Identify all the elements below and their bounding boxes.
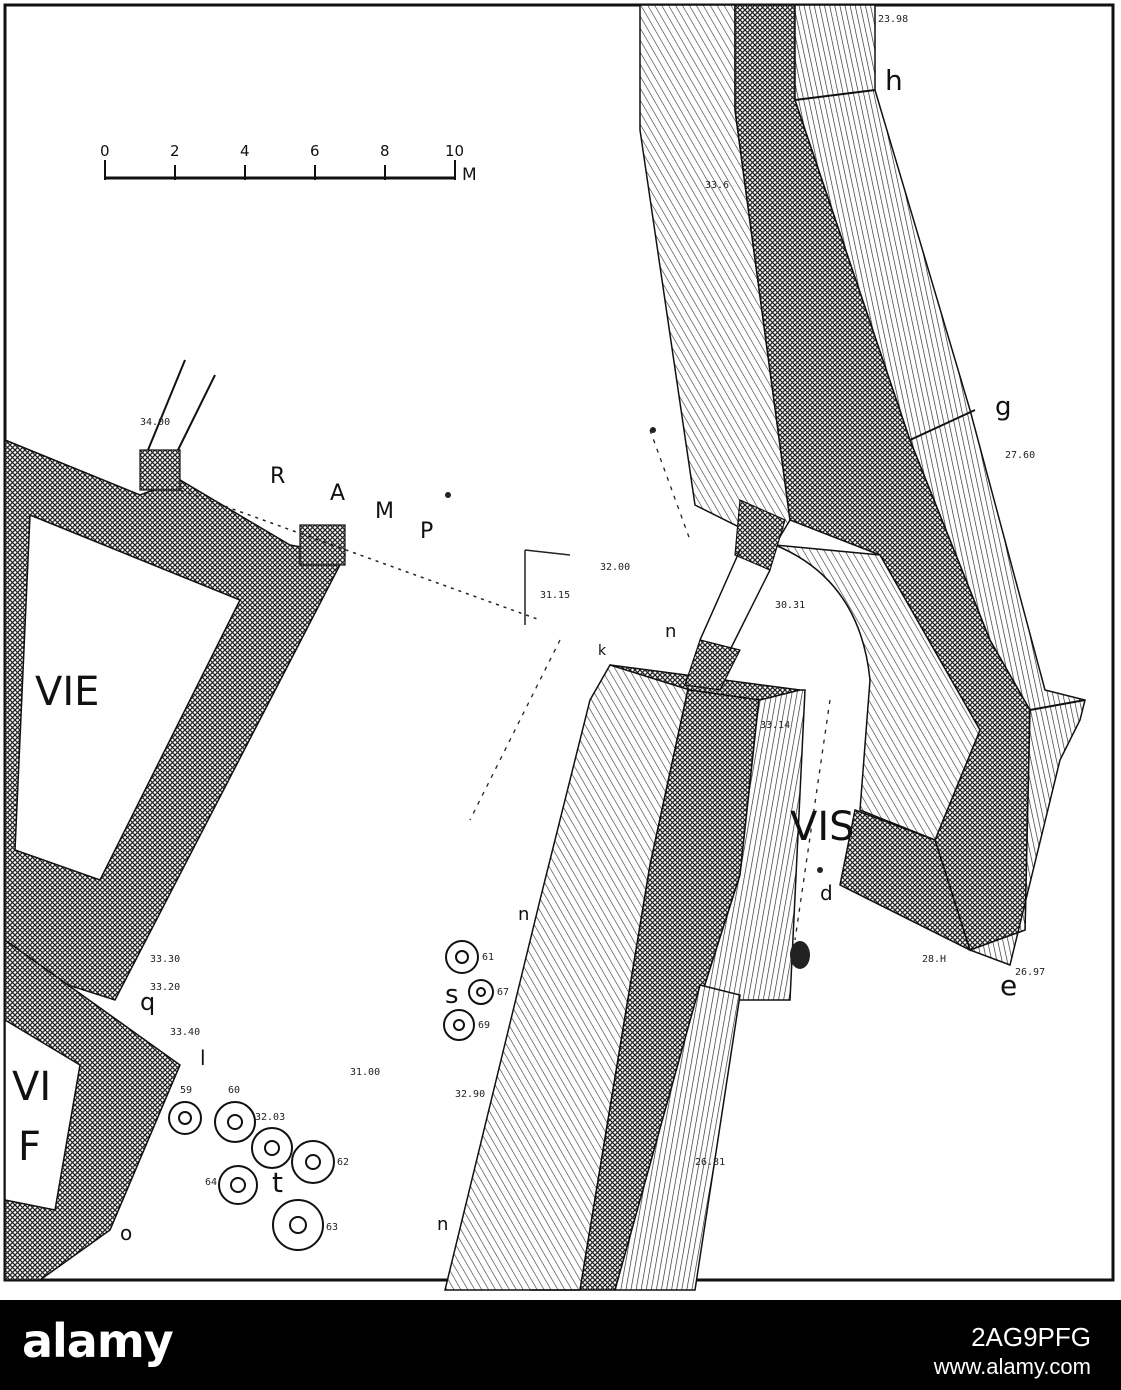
column-label: 69 [478, 1020, 490, 1031]
elev-label: 32.00 [600, 562, 630, 573]
point-marker [445, 492, 451, 498]
archaeological-plan: 0 2 4 6 8 10 M [3, 3, 1115, 1291]
letter-t: t [272, 1166, 283, 1199]
room-label-vie: VIE [35, 669, 99, 715]
letter-l: l [200, 1046, 206, 1070]
image-id: 2AG9PFG [971, 1322, 1091, 1352]
brand-logo: alamy [22, 1314, 174, 1368]
elev-label: 33.30 [150, 954, 180, 965]
letter-q: q [140, 988, 155, 1016]
upper-wall [639, 4, 1086, 966]
elev-label: 30.31 [775, 600, 805, 611]
scale-tick-6: 6 [310, 142, 320, 160]
ramp-letter-r: R [270, 464, 285, 489]
ramp: R A M P [179, 429, 831, 941]
letter-n-upper: n [518, 904, 529, 925]
elev-label: 32.90 [455, 1089, 485, 1100]
ramp-letter-m: M [375, 499, 394, 524]
elev-label: 33.6 [705, 180, 729, 191]
letter-k: k [598, 643, 607, 659]
elev-label: 27.60 [1005, 450, 1035, 461]
elev-label: 31.15 [540, 590, 570, 601]
scale-tick-10: 10 [445, 142, 464, 160]
elev-label: 33.40 [170, 1027, 200, 1038]
elev-label: 23.98 [878, 14, 908, 25]
elev-label: 28.H [922, 954, 946, 965]
ramp-letter-a: A [330, 481, 345, 506]
scale-tick-8: 8 [380, 142, 390, 160]
point-marker [817, 867, 823, 873]
column-label: 63 [326, 1222, 338, 1233]
site-url: www.alamy.com [933, 1354, 1091, 1379]
elev-label: 33.20 [150, 982, 180, 993]
letter-e: e [1000, 969, 1017, 1002]
marker-icon [790, 941, 810, 969]
elev-label: 26.81 [695, 1157, 725, 1168]
elev-label: 31.00 [350, 1067, 380, 1078]
footer-bar: alamy 2AG9PFG www.alamy.com [0, 1300, 1121, 1390]
letter-g: g [995, 392, 1012, 422]
scale-tick-4: 4 [240, 142, 250, 160]
room-label-vi: VI [12, 1064, 51, 1110]
column-label: 60 [228, 1085, 240, 1096]
elev-label: 32.03 [255, 1112, 285, 1123]
column-label: 59 [180, 1085, 192, 1096]
column-bases [168, 940, 494, 1251]
building-vie [4, 359, 347, 1281]
column-label: 67 [497, 987, 509, 998]
room-label-vis: VIS [790, 804, 855, 850]
letter-s: s [445, 980, 459, 1010]
letter-h: h [885, 64, 903, 97]
scale-bar: 0 2 4 6 8 10 M [100, 142, 477, 185]
scale-tick-2: 2 [170, 142, 180, 160]
lower-wall [444, 499, 806, 1291]
elev-label: 34.00 [140, 417, 170, 428]
letter-o: o [120, 1221, 132, 1245]
point-marker [650, 427, 656, 433]
column-label: 64 [205, 1177, 217, 1188]
column-label: 61 [482, 952, 494, 963]
ramp-letter-p: P [420, 519, 433, 544]
column-label: 62 [337, 1157, 349, 1168]
elev-label: 33.14 [760, 720, 790, 731]
letter-d: d [820, 881, 833, 905]
elev-label: 26.97 [1015, 967, 1045, 978]
room-label-f: F [18, 1124, 41, 1170]
letter-n-lower: n [437, 1214, 448, 1235]
letter-n-gate: n [665, 621, 676, 642]
scale-tick-0: 0 [100, 142, 110, 160]
scale-unit: M [462, 165, 477, 185]
